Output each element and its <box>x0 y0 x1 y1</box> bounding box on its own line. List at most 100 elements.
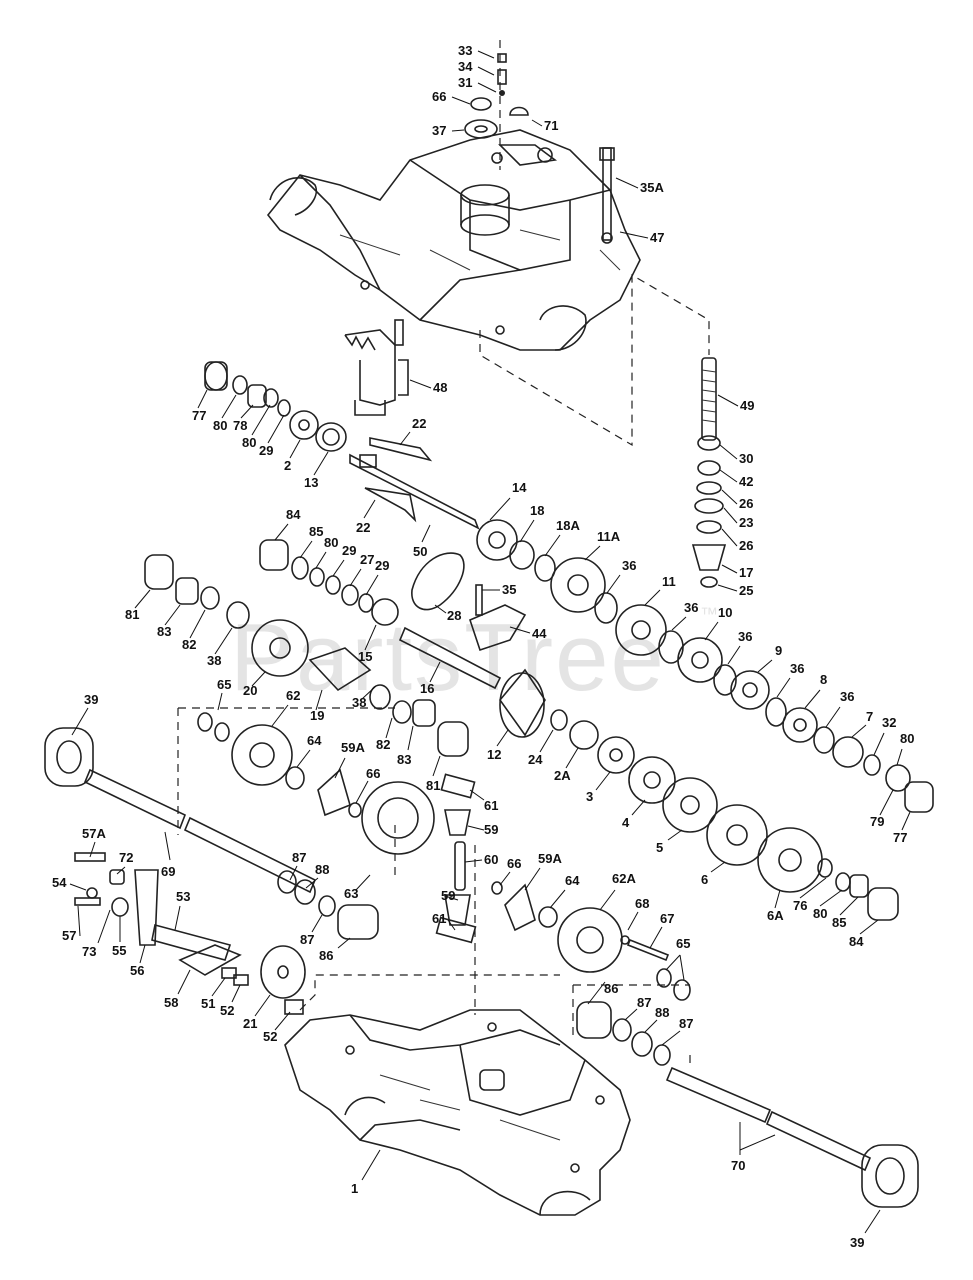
far-left-bearing-stack <box>144 554 250 629</box>
upper-gear-row <box>476 519 934 813</box>
label-52-a: 52 <box>220 1003 234 1018</box>
label-39-top: 39 <box>84 692 98 707</box>
label-79: 79 <box>870 814 884 829</box>
left-differential-group <box>44 707 435 875</box>
guide-lines <box>474 40 710 1015</box>
label-66-mid: 66 <box>366 766 380 781</box>
label-71: 71 <box>544 118 558 133</box>
label-29-b: 29 <box>342 543 356 558</box>
label-36-d: 36 <box>790 661 804 676</box>
label-60: 60 <box>484 852 498 867</box>
label-64-low: 64 <box>565 873 580 888</box>
label-69: 69 <box>161 864 175 879</box>
brake-linkage-group <box>74 852 560 1015</box>
label-63: 63 <box>344 886 358 901</box>
label-51: 51 <box>201 996 215 1011</box>
label-67: 67 <box>660 911 674 926</box>
label-81-top: 81 <box>125 607 139 622</box>
label-86-a: 86 <box>319 948 333 963</box>
label-53: 53 <box>176 889 190 904</box>
label-2: 2 <box>284 458 291 473</box>
leader-lines <box>69 50 911 1234</box>
label-62: 62 <box>286 688 300 703</box>
label-44: 44 <box>532 626 547 641</box>
label-62A: 62A <box>612 871 636 886</box>
label-82-top: 82 <box>182 637 196 652</box>
label-77-top: 77 <box>192 408 206 423</box>
label-78: 78 <box>233 418 247 433</box>
label-59A-low: 59A <box>538 851 562 866</box>
label-11A: 11A <box>597 529 621 544</box>
label-1: 1 <box>351 1181 358 1196</box>
label-39-low: 39 <box>850 1235 864 1250</box>
label-26-a: 26 <box>739 496 753 511</box>
label-17: 17 <box>739 565 753 580</box>
label-7: 7 <box>866 709 873 724</box>
label-10: 10 <box>718 605 732 620</box>
label-85-top: 85 <box>309 524 323 539</box>
label-56: 56 <box>130 963 144 978</box>
shift-lever-assembly <box>344 319 409 416</box>
label-80-e: 80 <box>813 906 827 921</box>
label-35: 35 <box>502 582 516 597</box>
label-5: 5 <box>656 840 663 855</box>
label-36-a: 36 <box>622 558 636 573</box>
label-87-d: 87 <box>679 1016 693 1031</box>
label-37: 37 <box>432 123 446 138</box>
label-34: 34 <box>458 59 473 74</box>
label-61-top: 61 <box>484 798 498 813</box>
right-differential-group <box>491 881 691 1001</box>
label-55: 55 <box>112 943 126 958</box>
label-4: 4 <box>622 815 630 830</box>
label-59-top: 59 <box>484 822 498 837</box>
label-8: 8 <box>820 672 827 687</box>
label-36-b: 36 <box>684 600 698 615</box>
right-lower-stack <box>817 858 899 921</box>
label-57A: 57A <box>82 826 106 841</box>
label-64-top: 64 <box>307 733 322 748</box>
label-9: 9 <box>775 643 782 658</box>
label-23: 23 <box>739 515 753 530</box>
label-70: 70 <box>731 1158 745 1173</box>
label-73: 73 <box>82 944 96 959</box>
label-35A: 35A <box>640 180 664 195</box>
label-18A: 18A <box>556 518 580 533</box>
center-pinion-group <box>435 773 477 944</box>
upper-left-bearing-stack <box>204 361 347 452</box>
label-88-a: 88 <box>315 862 329 877</box>
watermark-trademark: ™ <box>700 604 720 624</box>
label-54: 54 <box>52 875 67 890</box>
label-52-b: 52 <box>263 1029 277 1044</box>
label-36-e: 36 <box>840 689 854 704</box>
mid-bearing-group <box>369 684 469 757</box>
label-65-top: 65 <box>217 677 231 692</box>
label-31: 31 <box>458 75 472 90</box>
label-11: 11 <box>662 574 676 589</box>
label-57: 57 <box>62 928 76 943</box>
label-83-mid: 83 <box>397 752 411 767</box>
left-axle <box>83 768 379 940</box>
label-14: 14 <box>512 480 527 495</box>
label-13: 13 <box>304 475 318 490</box>
label-12: 12 <box>487 747 501 762</box>
label-26-b: 26 <box>739 538 753 553</box>
lower-housing <box>284 1009 631 1216</box>
label-24: 24 <box>528 752 543 767</box>
label-59A-top: 59A <box>341 740 365 755</box>
label-22-top: 22 <box>412 416 426 431</box>
right-pinion-stack <box>691 357 727 588</box>
gear-cluster-and-shaft <box>251 619 502 692</box>
label-66: 66 <box>432 89 446 104</box>
label-36-c: 36 <box>738 629 752 644</box>
shift-rails-and-shaft <box>349 437 480 530</box>
watermark-text: PartsTree <box>230 604 666 711</box>
label-87-b: 87 <box>300 932 314 947</box>
label-30: 30 <box>739 451 753 466</box>
label-29-a: 29 <box>259 443 273 458</box>
label-88-b: 88 <box>655 1005 669 1020</box>
label-18: 18 <box>530 503 544 518</box>
label-68: 68 <box>635 896 649 911</box>
label-32: 32 <box>882 715 896 730</box>
label-22-bottom: 22 <box>356 520 370 535</box>
label-76: 76 <box>793 898 807 913</box>
